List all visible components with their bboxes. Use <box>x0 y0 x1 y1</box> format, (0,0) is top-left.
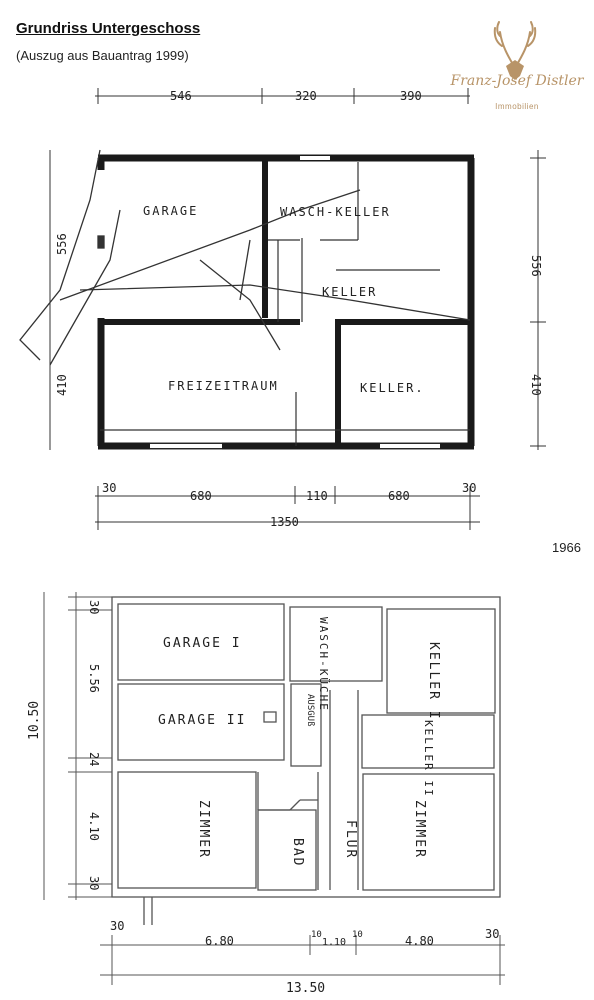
deer-antler-icon <box>493 21 537 80</box>
dim-total: 1350 <box>270 515 299 529</box>
room-keller-2: KELLER II <box>422 720 435 798</box>
dim-top-1: 546 <box>170 89 192 103</box>
dim-left-2: 410 <box>55 374 69 396</box>
dim-1966-left-4: 4.10 <box>87 812 101 841</box>
room-keller-mid: KELLER <box>322 285 377 299</box>
dim-bottom-5: 30 <box>462 481 476 495</box>
dim-1966-bottom-2: 6.80 <box>205 934 234 948</box>
room-flur: FLUR <box>343 820 358 859</box>
room-zimmer-right: ZIMMER <box>412 800 427 859</box>
dim-1966-left-1: 30 <box>87 600 101 614</box>
room-keller-1: KELLER I <box>426 642 441 721</box>
logo-subtitle: Immobilien <box>495 102 539 111</box>
room-bad: BAD <box>290 838 305 867</box>
room-garage-2: GARAGE II <box>158 713 246 728</box>
dim-1966-left-3: 24 <box>87 752 101 766</box>
dim-1966-bottom-5: 10 <box>352 930 363 940</box>
room-waschkeller: WASCH-KELLER <box>280 205 391 219</box>
logo-name: Franz-Josef Distler <box>450 73 584 89</box>
dim-top-3: 390 <box>400 89 422 103</box>
room-ausguss: AUSGUß <box>305 694 315 727</box>
dim-right-1: 556 <box>529 255 543 277</box>
page-title: Grundriss Untergeschoss <box>16 20 201 37</box>
plan-1999: GARAGE WASCH-KELLER KELLER FREIZEITRAUM … <box>19 88 546 530</box>
dim-1966-total: 13.50 <box>286 981 325 996</box>
year-label: 1966 <box>552 540 581 555</box>
dim-bottom-1: 30 <box>102 481 116 495</box>
room-garage-1: GARAGE I <box>163 636 242 651</box>
dim-top-2: 320 <box>295 89 317 103</box>
dim-bottom-4: 680 <box>388 489 410 503</box>
room-keller-right: KELLER. <box>360 381 425 395</box>
room-freizeitraum: FREIZEITRAUM <box>168 379 279 393</box>
dim-1966-bottom-3: 10 <box>311 930 322 940</box>
dim-right-2: 410 <box>529 374 543 396</box>
dim-bottom-2: 680 <box>190 489 212 503</box>
dim-1966-left-5: 30 <box>87 876 101 890</box>
plan-1966: GARAGE I GARAGE II WASCH-KÜCHE KELLER I … <box>27 592 505 996</box>
room-garage: GARAGE <box>143 204 198 218</box>
dim-1966-left-2: 5.56 <box>87 664 101 693</box>
dim-1966-bottom-1: 30 <box>110 919 124 933</box>
dim-left-1: 556 <box>55 233 69 255</box>
dim-bottom-3: 110 <box>306 489 328 503</box>
dim-1966-total-vertical: 10.50 <box>27 701 42 740</box>
dim-1966-bottom-4: 1.10 <box>322 937 346 948</box>
dim-1966-bottom-7: 30 <box>485 927 499 941</box>
dim-1966-bottom-6: 4.80 <box>405 934 434 948</box>
page-subtitle: (Auszug aus Bauantrag 1999) <box>16 48 189 63</box>
room-zimmer-left: ZIMMER <box>196 800 211 859</box>
room-waschkueche: WASCH-KÜCHE <box>317 617 330 712</box>
